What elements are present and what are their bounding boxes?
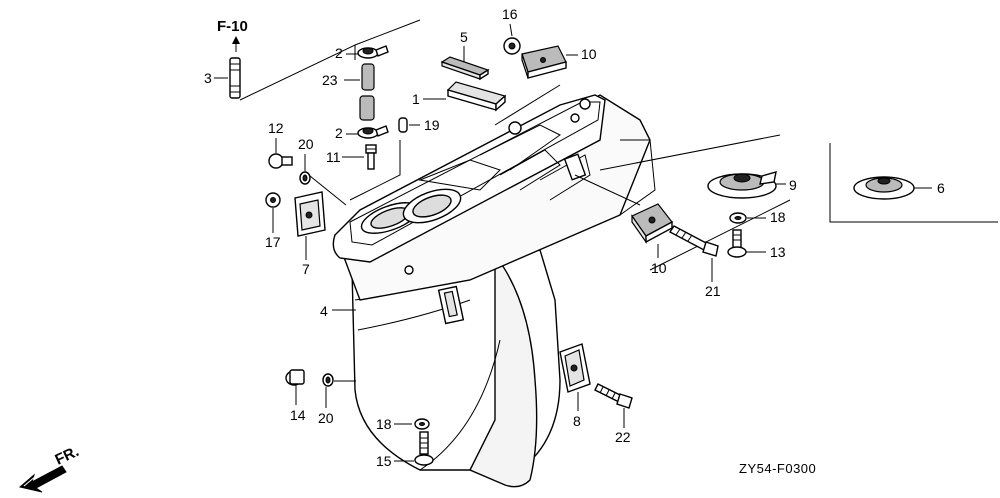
- bolt-14: [285, 369, 305, 386]
- anode-8: [559, 343, 591, 393]
- anode-10-top: [521, 45, 567, 79]
- callout-6: 6: [937, 180, 945, 196]
- water-tube-23-lower: [359, 95, 375, 121]
- callout-1: 1: [412, 91, 420, 107]
- trim-tab-6: [853, 176, 915, 200]
- seal-rubber-5: [440, 56, 490, 81]
- callout-19: 19: [424, 117, 440, 133]
- callout-9: 9: [789, 177, 797, 193]
- washer-20-upper: [299, 171, 311, 185]
- bolt-13: [727, 229, 747, 258]
- grommet-clamp-2-lower: [357, 125, 389, 139]
- bolt-15: [414, 431, 434, 466]
- drawing-code: ZY54-F0300: [739, 461, 816, 476]
- trim-tab-9: [707, 171, 777, 199]
- callout-20-upper: 20: [298, 136, 314, 152]
- washer-18-right: [729, 212, 747, 224]
- washer-18-lower: [414, 418, 430, 430]
- callout-4: 4: [320, 303, 328, 319]
- callout-10-top: 10: [581, 46, 597, 62]
- bolt-12: [268, 153, 293, 169]
- bolt-22: [594, 383, 633, 409]
- anode-10-side: [631, 203, 673, 244]
- callout-20-lower: 20: [318, 410, 334, 426]
- callout-23: 23: [322, 72, 338, 88]
- callout-5: 5: [460, 29, 468, 45]
- seal-rubber-1: [446, 81, 507, 112]
- anode-7: [294, 191, 326, 237]
- page-ref-label: F-10: [217, 18, 248, 35]
- front-direction-arrow: [18, 465, 67, 493]
- callout-7: 7: [302, 261, 310, 277]
- callout-13: 13: [770, 244, 786, 260]
- gear-case: [332, 94, 656, 488]
- grease-fitting-11: [365, 144, 377, 170]
- nut-17: [265, 192, 281, 208]
- washer-20-lower: [322, 373, 334, 387]
- callout-14: 14: [290, 407, 306, 423]
- callout-18-right: 18: [770, 209, 786, 225]
- callout-2-upper: 2: [335, 45, 343, 61]
- nut-16: [503, 37, 521, 55]
- callout-8: 8: [573, 413, 581, 429]
- callout-12: 12: [268, 120, 284, 136]
- grommet-clamp-2-upper: [357, 45, 389, 59]
- inset-frame: [829, 143, 998, 223]
- dowel-pin-19: [398, 117, 408, 133]
- front-direction-label: FR.: [53, 443, 82, 469]
- callout-16: 16: [502, 6, 518, 22]
- callout-15: 15: [376, 453, 392, 469]
- callout-21: 21: [705, 283, 721, 299]
- callout-11: 11: [326, 149, 341, 165]
- callout-18-lower: 18: [376, 416, 392, 432]
- stud-bolt-3: [229, 57, 241, 99]
- bolt-21: [668, 225, 719, 257]
- callout-17: 17: [265, 234, 281, 250]
- water-tube-23-upper: [361, 63, 375, 91]
- callout-10-side: 10: [651, 260, 667, 276]
- callout-22: 22: [615, 429, 631, 445]
- callout-3: 3: [204, 70, 212, 86]
- callout-2-lower: 2: [335, 125, 343, 141]
